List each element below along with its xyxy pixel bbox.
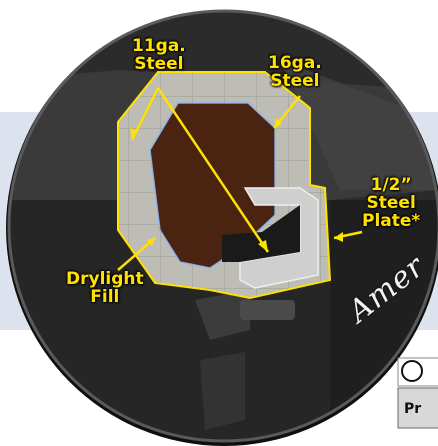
magnifier-rim — [7, 9, 438, 443]
cert-logo-icon — [401, 360, 423, 382]
hinge-shape — [195, 290, 250, 340]
interior-cavity — [150, 103, 275, 268]
handle-shape — [200, 352, 245, 430]
callout-16ga-steel: 16ga. Steel — [268, 53, 322, 91]
badge-label: Pr — [404, 401, 422, 417]
callout-drylight-fill: Drylight Fill — [66, 269, 144, 307]
callout-steel-plate: 1/2” Steel Plate* — [362, 175, 421, 231]
certification-badge — [397, 357, 438, 429]
callout-11ga-steel: 11ga. Steel — [132, 36, 186, 74]
steel-11ga-outline — [117, 71, 332, 300]
hinge-bar — [240, 300, 295, 320]
pointer-11ga — [156, 87, 270, 253]
pointer-fill — [117, 237, 156, 271]
steel-plate — [239, 187, 319, 289]
plate-recess — [222, 205, 300, 262]
